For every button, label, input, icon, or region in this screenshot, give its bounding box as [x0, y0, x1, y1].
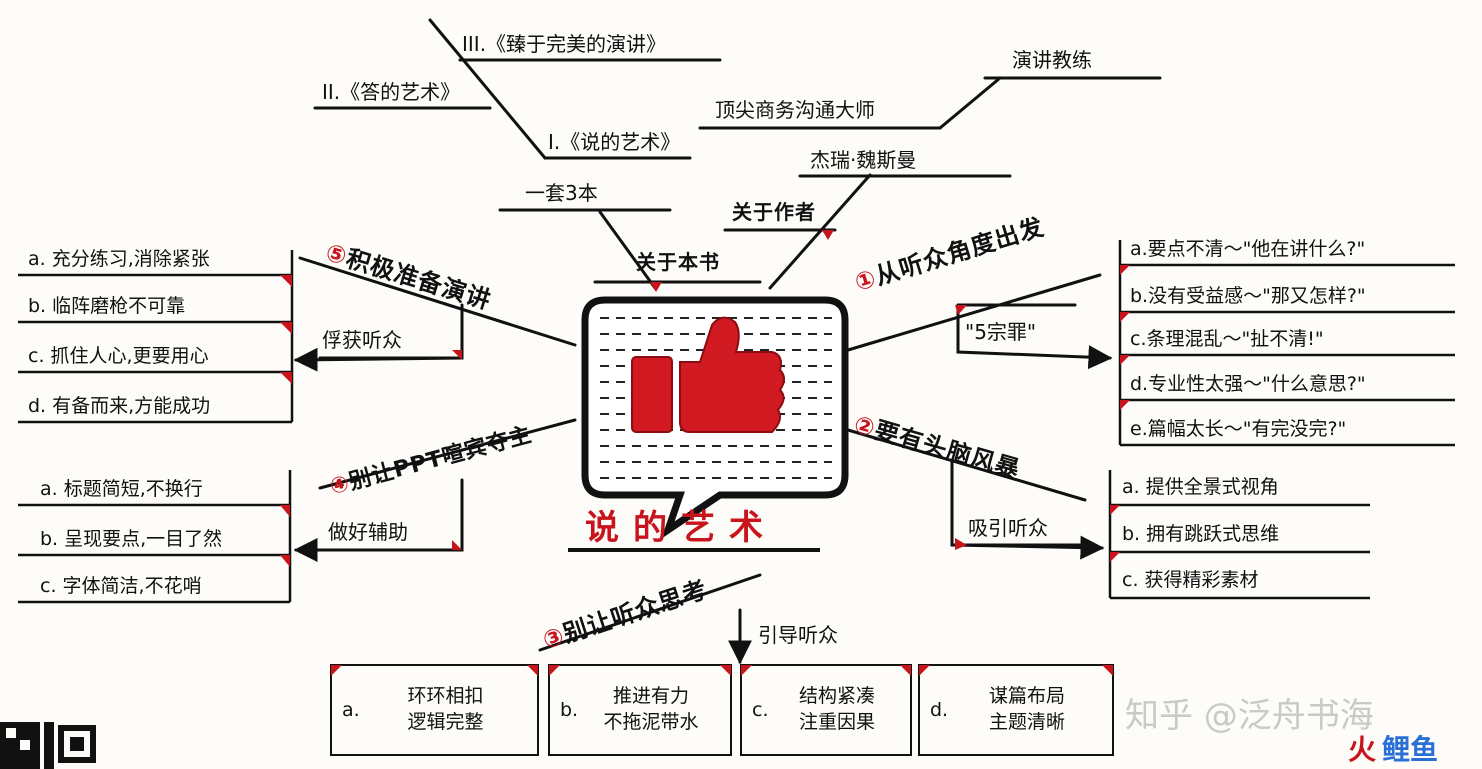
branch1-item-d: d.专业性太强～"什么意思?" — [1130, 373, 1366, 395]
branch3-box-a-line2: 逻辑完整 — [407, 710, 484, 733]
branch3-box-c-line2: 注重因果 — [798, 710, 875, 733]
branch1-line — [846, 273, 1102, 352]
branch5-sub: 俘获听众 — [322, 328, 402, 352]
branch3-box-c: c. 结构紧凑 注重因果 — [740, 664, 912, 756]
book-1: I.《说的艺术》 — [548, 130, 681, 154]
branch3-box-a: a. 环环相扣 逻辑完整 — [330, 664, 539, 756]
branch3-line — [538, 573, 762, 652]
book-3: III.《臻于完美的演讲》 — [462, 32, 667, 56]
branch2-item-b: b. 拥有跳跃式思维 — [1122, 523, 1280, 545]
branch5-line — [298, 256, 577, 347]
branch3-box-b-letter: b. — [560, 699, 579, 721]
branch2-item-a: a. 提供全景式视角 — [1122, 476, 1279, 498]
thumbs-up-icon — [631, 316, 785, 433]
author-name: 杰瑞·魏斯曼 — [810, 148, 917, 172]
about-book-label: 关于本书 — [636, 250, 720, 274]
branch3-sub: 引导听众 — [758, 623, 838, 647]
branch3-box-c-letter: c. — [752, 699, 769, 721]
branch1-sub: "5宗罪" — [965, 320, 1037, 344]
branch4-line — [318, 418, 577, 490]
branch5-item-d: d. 有备而来,方能成功 — [28, 395, 211, 417]
branch4-item-b: b. 呈现要点,一目了然 — [40, 528, 223, 550]
branch3-box-d-line1: 谋篇布局 — [988, 685, 1065, 707]
branch1-item-b: b.没有受益感～"那又怎样?" — [1130, 285, 1366, 307]
branch3-box-b-line1: 推进有力 — [612, 685, 689, 707]
author-title-1: 顶尖商务沟通大师 — [715, 98, 875, 122]
branch4-item-c: c. 字体简洁,不花哨 — [40, 575, 202, 597]
author-title-2: 演讲教练 — [1012, 48, 1092, 72]
branch3-box-a-letter: a. — [342, 699, 360, 721]
branch3-box-d: d. 谋篇布局 主题清晰 — [918, 664, 1114, 756]
center-title: 说的艺术 — [585, 508, 777, 548]
branch1-sub-line — [956, 303, 1113, 370]
book-set-label: 一套3本 — [525, 181, 598, 205]
branch5-item-b: b. 临阵磨枪不可靠 — [28, 295, 186, 317]
branch2-item-c: c. 获得精彩素材 — [1122, 569, 1259, 591]
branch4-sub: 做好辅助 — [328, 520, 408, 544]
qr-code-fragment — [0, 722, 96, 769]
branch2-sub: 吸引听众 — [968, 516, 1048, 540]
logo-huo: 火 — [1348, 733, 1377, 766]
branch5-item-a: a. 充分练习,消除紧张 — [28, 248, 210, 270]
branch2-line — [846, 428, 1087, 502]
branch5-item-c: c. 抓住人心,更要用心 — [28, 345, 209, 367]
branch1-item-a: a.要点不清～"他在讲什么?" — [1130, 238, 1366, 260]
branch3-box-d-letter: d. — [930, 699, 949, 721]
branch3-box-b-line2: 不拖泥带水 — [603, 710, 699, 733]
author-title-line — [938, 76, 1002, 130]
about-book-line — [598, 210, 657, 290]
books-line — [428, 18, 547, 160]
branch3-box-d-line2: 主题清晰 — [988, 710, 1065, 733]
branch1-item-c: c.条理混乱～"扯不清!" — [1130, 328, 1324, 350]
branch3-box-b: b. 推进有力 不拖泥带水 — [548, 664, 732, 756]
zhihu-watermark: 知乎 @泛舟书海 — [1125, 696, 1374, 736]
branch3-box-a-line1: 环环相扣 — [407, 685, 484, 707]
branch1-item-e: e.篇幅太长～"有完没完?" — [1130, 418, 1347, 440]
logo-liyu: 鲤鱼 — [1382, 733, 1439, 766]
about-author-label: 关于作者 — [732, 200, 816, 224]
branch3-box-c-line1: 结构紧凑 — [798, 685, 875, 707]
branch4-item-a: a. 标题简短,不换行 — [40, 478, 203, 500]
red-corner-markers — [280, 230, 1130, 567]
book-2: II.《答的艺术》 — [322, 80, 461, 104]
